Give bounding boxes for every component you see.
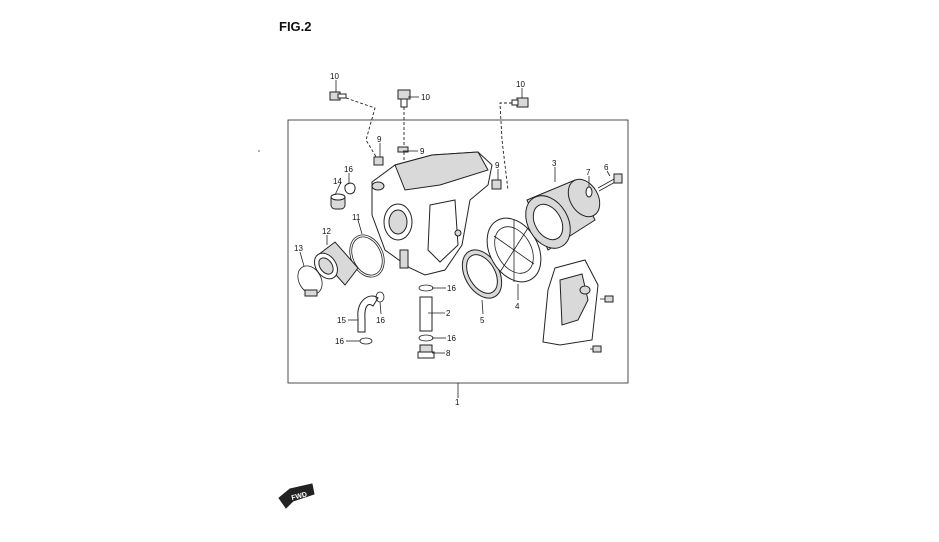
bolt-10-left bbox=[329, 91, 347, 101]
callout-9-right: 9 bbox=[495, 161, 500, 170]
clip-9-center bbox=[397, 146, 409, 153]
cap-14 bbox=[330, 193, 346, 210]
washer-7 bbox=[585, 186, 593, 198]
bolt-10-right bbox=[511, 97, 529, 108]
stray-dot bbox=[258, 150, 260, 152]
airbox-housing bbox=[371, 151, 493, 276]
callout-14: 14 bbox=[333, 177, 342, 186]
callout-8: 8 bbox=[446, 349, 451, 358]
callout-4: 4 bbox=[515, 302, 520, 311]
cover-screw-lower bbox=[590, 345, 602, 353]
callout-10-right: 10 bbox=[516, 80, 525, 89]
clamp-16-upper bbox=[344, 182, 356, 195]
callout-16-tube-bottom: 16 bbox=[447, 334, 456, 343]
callout-10-left: 10 bbox=[330, 72, 339, 81]
fwd-label: FWD bbox=[291, 491, 308, 502]
callout-2: 2 bbox=[446, 309, 451, 318]
callout-7: 7 bbox=[586, 168, 591, 177]
callout-12: 12 bbox=[322, 227, 331, 236]
dash-path-right bbox=[499, 102, 512, 191]
callout-5: 5 bbox=[480, 316, 485, 325]
callout-13: 13 bbox=[294, 244, 303, 253]
drain-hose-15 bbox=[357, 295, 379, 333]
dash-path-left bbox=[345, 97, 379, 161]
callout-15: 15 bbox=[337, 316, 346, 325]
element-frame-4 bbox=[486, 217, 542, 283]
cover-screw-upper bbox=[600, 295, 614, 303]
callout-16-hose: 16 bbox=[376, 316, 385, 325]
callout-9-center: 9 bbox=[420, 147, 425, 156]
bolt-6 bbox=[597, 173, 623, 192]
callout-6: 6 bbox=[604, 163, 609, 172]
callout-16-upper: 16 bbox=[344, 165, 353, 174]
clamp-16-tube-bottom bbox=[418, 334, 434, 342]
fwd-arrow-icon: FWD bbox=[278, 483, 315, 509]
callout-16-tube-top: 16 bbox=[447, 284, 456, 293]
figure-title: FIG.2 bbox=[279, 19, 312, 34]
clamp-16-tube-top bbox=[418, 284, 434, 292]
air-filter-element-3 bbox=[525, 178, 601, 251]
airbox-cover bbox=[542, 259, 599, 346]
connecting-tube-12 bbox=[314, 241, 359, 286]
clamp-16-hose-bottom bbox=[359, 337, 373, 345]
callout-3: 3 bbox=[552, 159, 557, 168]
callout-1: 1 bbox=[455, 398, 460, 407]
callout-11: 11 bbox=[352, 213, 361, 222]
clip-9-left bbox=[373, 156, 384, 166]
drain-plug-8 bbox=[417, 344, 435, 359]
callout-16-hose-bottom: 16 bbox=[335, 337, 344, 346]
callout-9-left: 9 bbox=[377, 135, 382, 144]
callout-10-center: 10 bbox=[421, 93, 430, 102]
drain-tube-2 bbox=[419, 296, 433, 332]
bolt-10-center bbox=[397, 89, 411, 108]
clip-9-right bbox=[491, 179, 502, 190]
